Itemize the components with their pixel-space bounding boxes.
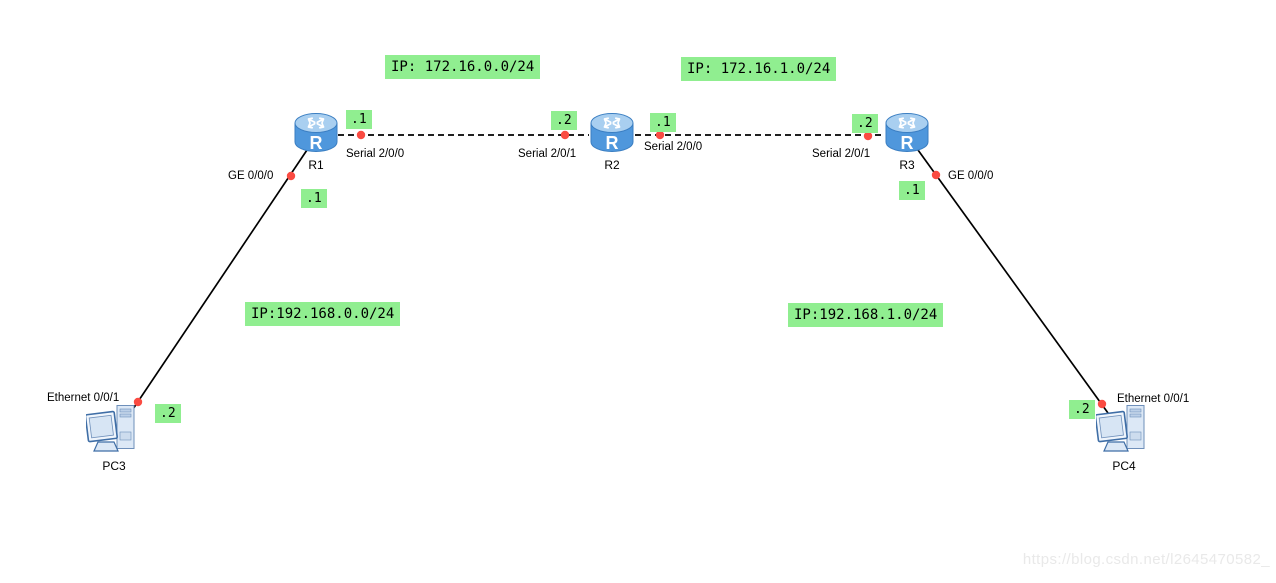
svg-text:R: R bbox=[606, 133, 619, 153]
interface-label-r1-serial: Serial 2/0/0 bbox=[346, 148, 405, 160]
router-icon: R bbox=[590, 112, 634, 153]
link-endpoint-dot bbox=[655, 130, 665, 140]
device-pc3[interactable]: PC3 bbox=[86, 404, 142, 473]
watermark: https://blog.csdn.net/l2645470582_ bbox=[1022, 551, 1270, 568]
link-r3-pc4[interactable] bbox=[917, 149, 1109, 414]
address-label-pc3[interactable]: .2 bbox=[155, 404, 181, 423]
svg-text:R: R bbox=[310, 133, 323, 153]
device-r1[interactable]: R R1 bbox=[293, 111, 339, 172]
address-label-r1-ge[interactable]: .1 bbox=[301, 189, 327, 208]
interface-label-r3-serial: Serial 2/0/1 bbox=[812, 148, 871, 160]
subnet-label-lan-pc4[interactable]: IP:192.168.1.0/24 bbox=[788, 303, 944, 327]
address-label-r2-s201[interactable]: .2 bbox=[551, 111, 577, 130]
device-name-label: R3 bbox=[899, 158, 915, 172]
router-icon: R bbox=[294, 112, 338, 153]
subnet-label-r1-r2[interactable]: IP: 172.16.0.0/24 bbox=[385, 55, 541, 79]
interface-label-pc3-eth: Ethernet 0/0/1 bbox=[47, 392, 120, 404]
interface-label-r2-serial-left: Serial 2/0/1 bbox=[518, 148, 577, 160]
link-endpoint-dot bbox=[1097, 399, 1107, 409]
address-label-r2-s200[interactable]: .1 bbox=[650, 113, 676, 132]
interface-label-r2-serial-right: Serial 2/0/0 bbox=[644, 141, 703, 153]
address-label-r1-s200[interactable]: .1 bbox=[346, 110, 372, 129]
device-pc4[interactable]: PC4 bbox=[1096, 404, 1152, 473]
router-icon: R bbox=[885, 112, 929, 153]
link-endpoint-dot bbox=[863, 131, 873, 141]
device-name-label: R1 bbox=[308, 158, 324, 172]
address-label-pc4[interactable]: .2 bbox=[1069, 400, 1095, 419]
device-r3[interactable]: R R3 bbox=[884, 111, 930, 172]
pc-icon bbox=[1096, 404, 1145, 452]
pc-icon bbox=[86, 404, 135, 452]
svg-text:R: R bbox=[901, 133, 914, 153]
device-name-label: R2 bbox=[604, 158, 620, 172]
link-endpoint-dot bbox=[560, 130, 570, 140]
link-endpoint-dot bbox=[286, 171, 296, 181]
interface-label-r1-ge: GE 0/0/0 bbox=[228, 170, 274, 182]
address-label-r3-ge[interactable]: .1 bbox=[899, 181, 925, 200]
link-endpoint-dot bbox=[133, 397, 143, 407]
link-r1-pc3[interactable] bbox=[130, 149, 308, 413]
interface-label-pc4-eth: Ethernet 0/0/1 bbox=[1117, 393, 1190, 405]
link-endpoint-dot bbox=[356, 130, 366, 140]
link-endpoint-dot bbox=[931, 170, 941, 180]
device-name-label: PC3 bbox=[102, 459, 126, 473]
address-label-r3-s201[interactable]: .2 bbox=[852, 114, 878, 133]
device-r2[interactable]: R R2 bbox=[589, 111, 635, 172]
interface-label-r3-ge: GE 0/0/0 bbox=[948, 170, 994, 182]
subnet-label-lan-pc3[interactable]: IP:192.168.0.0/24 bbox=[245, 302, 401, 326]
subnet-label-r2-r3[interactable]: IP: 172.16.1.0/24 bbox=[681, 57, 837, 81]
device-name-label: PC4 bbox=[1112, 459, 1136, 473]
